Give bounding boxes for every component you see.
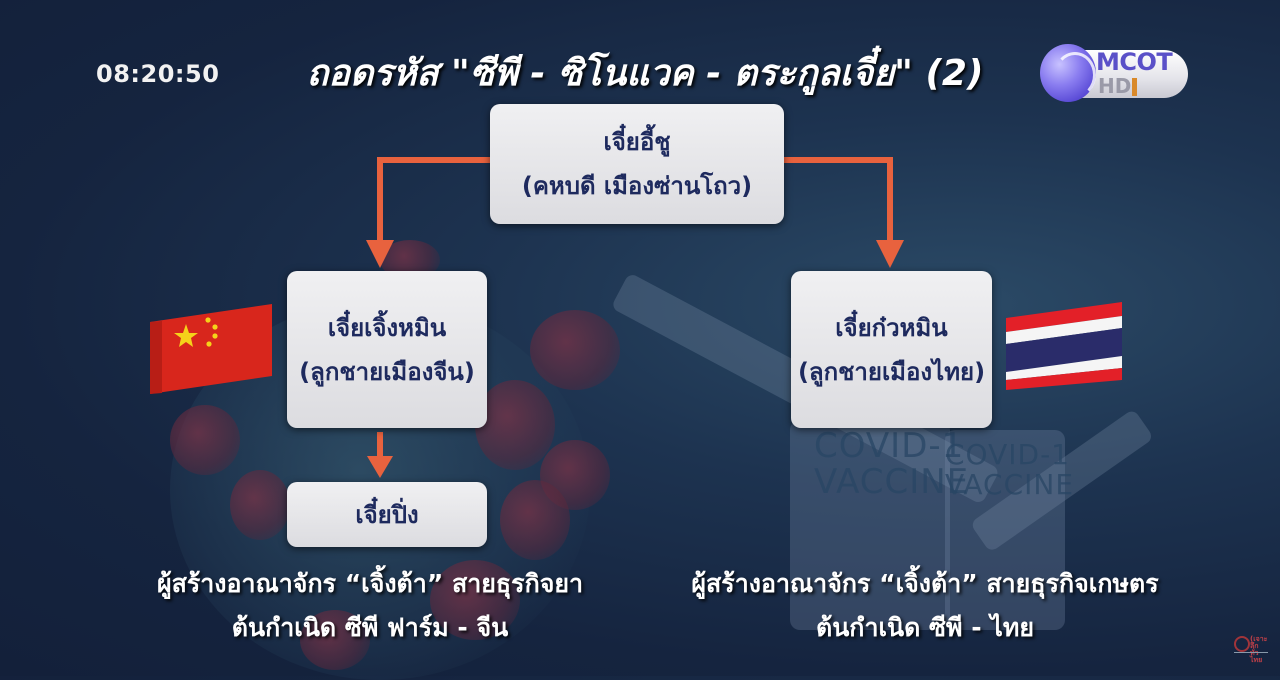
caption-thai-line2: ต้นกำเนิด ซีพี - ไทย: [815, 613, 1034, 642]
arrowhead-grandson: [367, 456, 393, 478]
broadcast-clock: 08:20:50: [96, 60, 220, 88]
watermark-text: (เจาะลึกทั่วไทย: [1250, 635, 1268, 664]
small-star-icon: [205, 317, 211, 323]
caption-china: ผู้สร้างอาณาจักร “เจิ้งต้า” สายธุรกิจยา …: [120, 562, 620, 650]
small-star-icon: [212, 324, 218, 330]
logo-text-mcot: MCOT: [1096, 48, 1173, 76]
target-icon: [1234, 636, 1250, 652]
node-thai-son-desc: (ลูกชายเมืองไทย): [797, 357, 986, 386]
node-grandson: เจี๋ยปิ่ง: [287, 482, 487, 547]
node-thai-son-name: เจี๋ยก๋วหมิน: [835, 313, 948, 342]
node-root: เจี๋ยอี้ชู (คหบดี เมืองซ่านโถว): [490, 104, 784, 224]
china-flag: [150, 304, 272, 394]
node-thai-son: เจี๋ยก๋วหมิน (ลูกชายเมืองไทย): [791, 271, 992, 428]
node-root-desc: (คหบดี เมืองซ่านโถว): [521, 172, 753, 200]
logo-text-hd: HD: [1098, 74, 1132, 98]
caption-china-line2: ต้นกำเนิด ซีพี ฟาร์ม - จีน: [231, 613, 509, 642]
program-watermark: (เจาะลึกทั่วไทย: [1234, 636, 1268, 664]
small-star-icon: [206, 341, 212, 347]
small-star-icon: [212, 333, 218, 339]
caption-thai-line1: ผู้สร้างอาณาจักร “เจิ้งต้า” สายธุรกิจเกษ…: [691, 569, 1159, 598]
logo-accent-bar: [1132, 78, 1137, 96]
node-grandson-name: เจี๋ยปิ่ง: [355, 500, 419, 529]
thailand-flag: [1006, 302, 1122, 390]
mcot-hd-logo: MCOT HD: [1040, 44, 1190, 102]
arrowhead-china: [366, 240, 394, 268]
segment-title: ถอดรหัส "ซีพี - ซิโนแวค - ตระกูลเจี๋ย" (…: [306, 53, 984, 94]
caption-china-line1: ผู้สร้างอาณาจักร “เจิ้งต้า” สายธุรกิจยา: [156, 569, 584, 598]
watermark-underline: [1234, 652, 1268, 653]
arrow-root-to-thai: [784, 157, 893, 248]
large-star-icon: [174, 324, 198, 347]
arrowhead-thai: [876, 240, 904, 268]
node-china-son: เจี๋ยเจิ้งหมิน (ลูกชายเมืองจีน): [287, 271, 487, 428]
node-china-son-name: เจี๋ยเจิ้งหมิน: [327, 313, 447, 342]
globe-icon: [1040, 44, 1096, 102]
node-china-son-desc: (ลูกชายเมืองจีน): [299, 357, 475, 386]
arrow-root-to-china: [377, 157, 490, 248]
caption-thai: ผู้สร้างอาณาจักร “เจิ้งต้า” สายธุรกิจเกษ…: [650, 562, 1200, 650]
node-root-name: เจี๋ยอี้ชู: [603, 128, 671, 156]
